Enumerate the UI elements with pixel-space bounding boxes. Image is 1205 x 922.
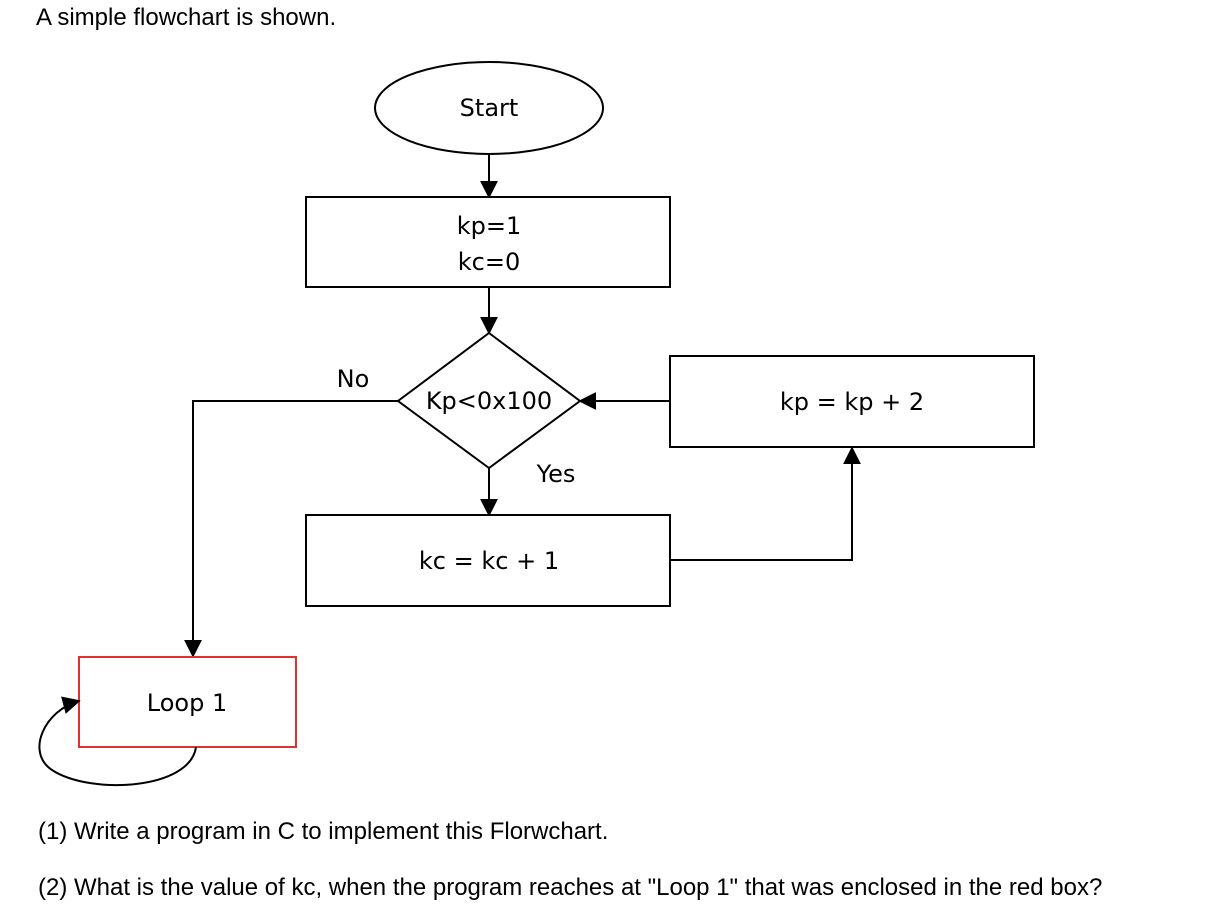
increment-kc-box — [305, 514, 671, 607]
loop-self-arrow — [38, 696, 197, 786]
increment-kc-label: kc = kc + 1 — [419, 547, 559, 575]
yes-label: Yes — [536, 460, 576, 488]
loop-label: Loop 1 — [147, 689, 227, 717]
arrow-no-to-loop — [184, 400, 398, 658]
start-label: Start — [460, 94, 519, 122]
increment-kp-box — [669, 355, 1035, 448]
intro-text: A simple flowchart is shown. — [36, 4, 337, 31]
loop-box — [78, 656, 297, 748]
no-label: No — [337, 365, 370, 393]
question-1: (1) Write a program in C to implement th… — [38, 818, 609, 845]
arrow-kc-to-kp — [670, 446, 861, 561]
init-label-kc: kc=0 — [458, 248, 520, 276]
question-2: (2) What is the value of kc, when the pr… — [38, 874, 1103, 901]
increment-kp-label: kp = kp + 2 — [780, 388, 924, 416]
init-label-kp: kp=1 — [457, 212, 522, 240]
decision-label: Kp<0x100 — [426, 387, 552, 415]
